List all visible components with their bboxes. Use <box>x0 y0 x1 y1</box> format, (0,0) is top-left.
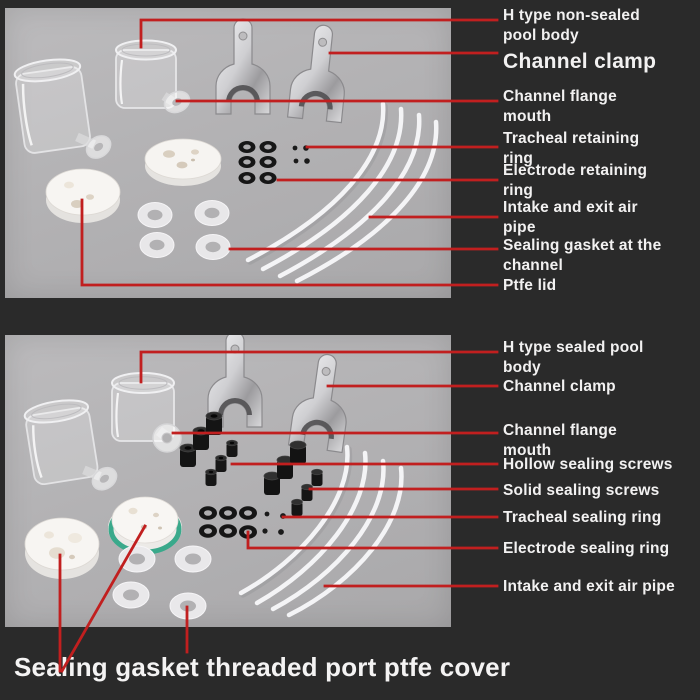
tracheal-sealing-rings-icon <box>262 511 286 535</box>
channel-clamp-left-icon <box>215 18 271 115</box>
label-ptfe-lid: Ptfe lid <box>503 277 557 294</box>
label-solid-sealing-screws: Solid sealing screws <box>503 482 660 499</box>
label-channel-flange-mouth-bottom: Channel flange mouth <box>503 422 617 459</box>
air-pipes-icon <box>245 101 439 284</box>
glass-cell-left-icon <box>13 58 112 159</box>
label-intake-exit-air-pipe-bottom: Intake and exit air pipe <box>503 578 675 595</box>
label-electrode-sealing-ring: Electrode sealing ring <box>503 540 670 557</box>
label-intake-exit-air-pipe-top: Intake and exit air pipe <box>503 199 638 236</box>
photo-panel-non-sealed-kit <box>5 8 451 298</box>
label-hollow-sealing-screws: Hollow sealing screws <box>503 456 673 473</box>
channel-sealing-gaskets-icon <box>137 200 231 260</box>
label-channel-clamp-top: Channel clamp <box>503 50 657 73</box>
channel-sealing-gaskets-icon <box>112 545 212 620</box>
label-tracheal-retaining-ring: Tracheal retaining ring <box>503 130 640 167</box>
caption-sealing-gasket-threaded-port-ptfe-cover: Sealing gasket threaded port ptfe cover <box>14 652 511 682</box>
non-sealed-kit-illustration <box>13 18 439 284</box>
label-tracheal-sealing-ring: Tracheal sealing ring <box>503 509 662 526</box>
label-h-type-non-sealed-pool-body: H type non-sealed pool body <box>503 7 640 44</box>
label-electrode-retaining-ring: Electrode retaining ring <box>503 162 648 199</box>
tracheal-retaining-rings-icon <box>292 145 310 164</box>
channel-clamp-right-icon <box>287 353 347 454</box>
ptfe-lid-left-icon <box>24 517 100 579</box>
glass-cell-right-icon <box>111 372 182 453</box>
label-h-type-sealed-pool-body: H type sealed pool body <box>503 339 644 376</box>
solid-sealing-screws-icon <box>263 440 323 516</box>
ptfe-lid-right-icon <box>144 138 222 186</box>
label-sealing-gasket-at-channel: Sealing gasket at the channel <box>503 237 662 274</box>
glass-cell-right-icon <box>115 39 191 114</box>
glass-cell-left-icon <box>23 399 118 491</box>
channel-clamp-right-icon <box>286 24 345 124</box>
photo-panel-sealed-kit <box>5 335 451 627</box>
sealed-kit-illustration <box>23 335 404 620</box>
ptfe-lid-green-gasket-icon <box>108 496 182 555</box>
label-channel-clamp-bottom: Channel clamp <box>503 378 616 395</box>
ptfe-lid-left-icon <box>45 168 121 223</box>
label-channel-flange-mouth-top: Channel flange mouth <box>503 88 617 125</box>
electrode-sealing-rings-icon <box>199 506 257 539</box>
hollow-sealing-screws-icon <box>179 411 238 486</box>
electrode-retaining-rings-icon <box>238 141 277 184</box>
